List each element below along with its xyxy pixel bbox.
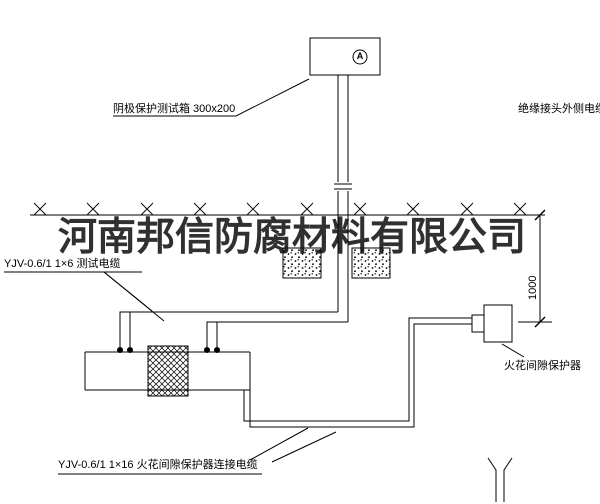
dimension-1000-line bbox=[518, 209, 552, 328]
ammeter-letter: A bbox=[356, 51, 364, 61]
test-cables bbox=[119, 311, 348, 350]
spark-gap-protector-symbol bbox=[471, 304, 513, 343]
ammeter-circle-icon bbox=[352, 49, 368, 65]
spark-gap-cables bbox=[243, 317, 472, 428]
dimension-1000-label: 1000 bbox=[527, 275, 539, 300]
test-cable-leader-lines bbox=[4, 271, 165, 322]
pipeline-symbol bbox=[84, 345, 251, 397]
pipe-stub-symbol bbox=[487, 457, 513, 502]
test-box-leader-line bbox=[113, 78, 310, 117]
insulated-joint-cable-label: 绝缘接头外侧电缆 bbox=[518, 103, 600, 115]
ground-surface-marks bbox=[33, 202, 527, 216]
backfill-blocks bbox=[282, 247, 391, 279]
insulating-joint-hatch bbox=[147, 345, 189, 397]
company-watermark: 河南邦信防腐材料有限公司 bbox=[58, 214, 527, 260]
test-box-label: 阴极保护测试箱 300x200 bbox=[113, 103, 236, 115]
test-box-symbol bbox=[309, 37, 381, 76]
connection-cable-leader-lines bbox=[58, 427, 337, 475]
spark-gap-leader-line bbox=[501, 343, 525, 358]
connection-cable-label: YJV-0.6/1 1×16 火花间隙保护器连接电缆 bbox=[58, 459, 258, 471]
test-cable-label: YJV-0.6/1 1×6 测试电缆 bbox=[4, 258, 121, 270]
riser-conduit bbox=[334, 75, 352, 322]
spark-gap-label: 火花间隙保护器 bbox=[504, 360, 581, 372]
